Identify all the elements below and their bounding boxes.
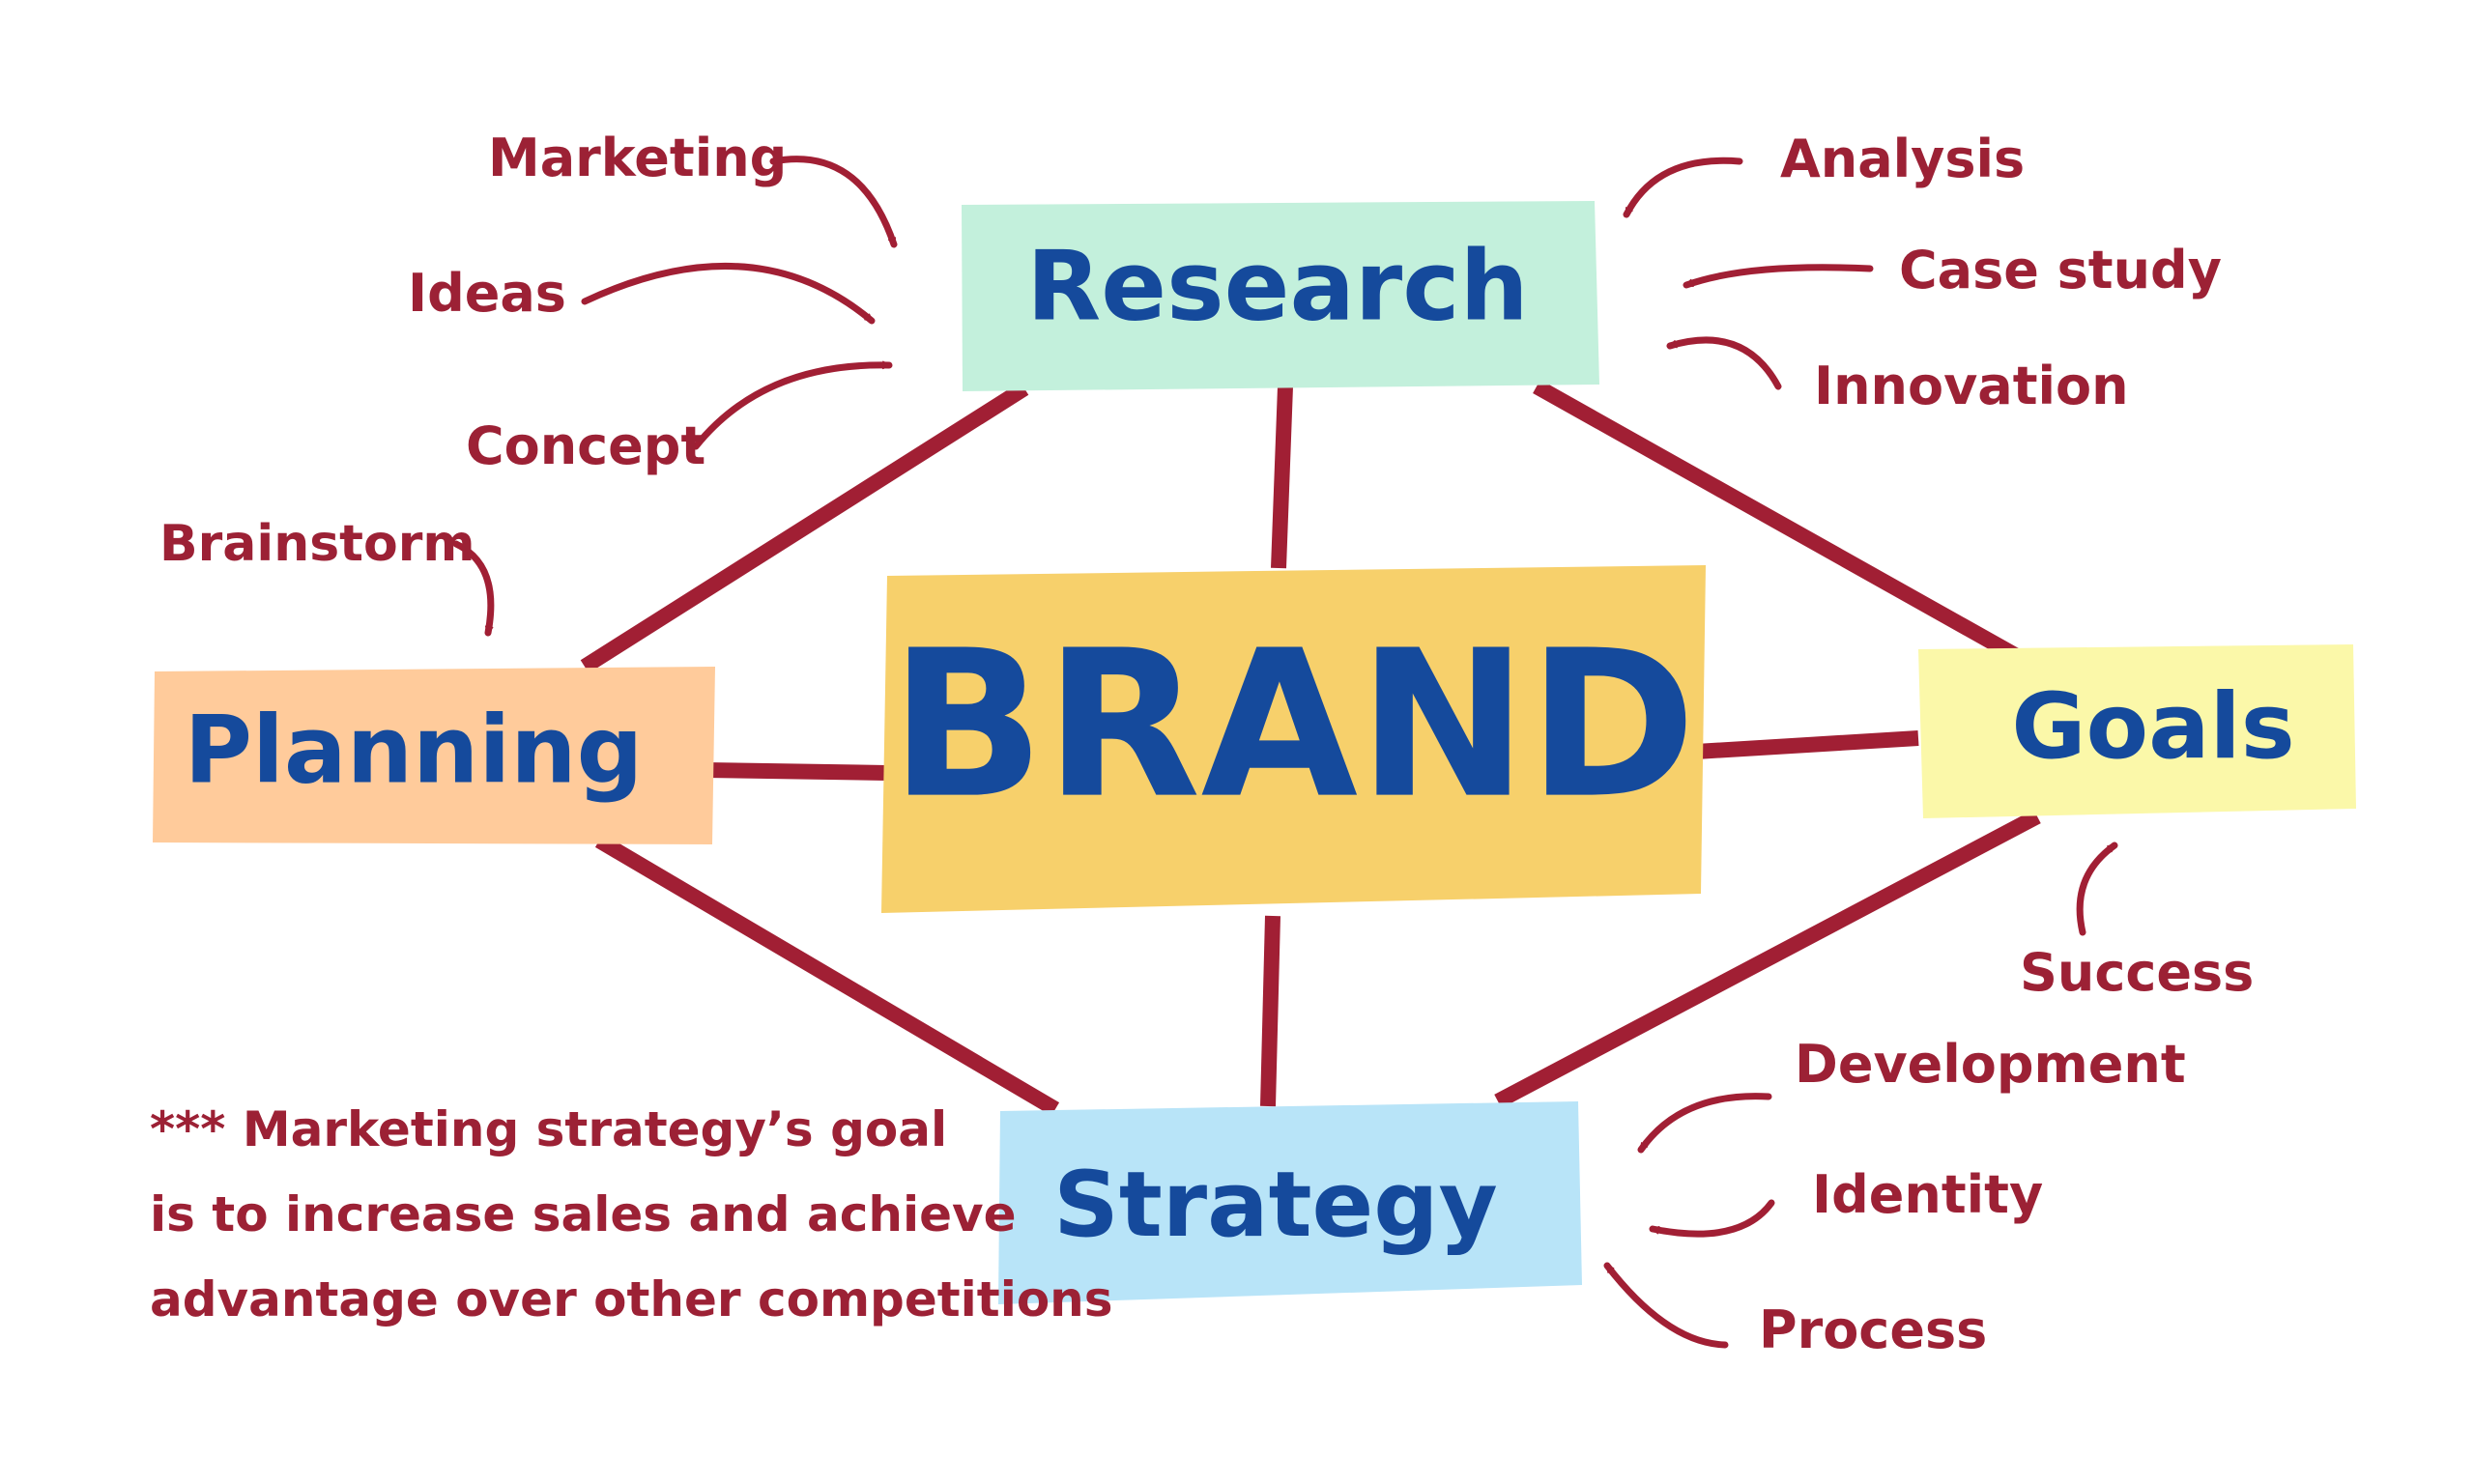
arrow-process: [1603, 1262, 1729, 1349]
connector-research-planning: [580, 382, 1029, 673]
label-analysis: Analysis: [1780, 128, 2025, 189]
arrow-brainstorm: [452, 540, 495, 637]
note-line-2: is to increase sales and achieve: [150, 1186, 1017, 1242]
arrow-analysis: [1623, 157, 1743, 218]
arrow-development: [1637, 1093, 1772, 1154]
goals-box: [1918, 644, 2356, 818]
goals-label: Goals: [2011, 674, 2294, 780]
arrow-innovation: [1666, 336, 1782, 390]
strategy-box: [998, 1101, 1582, 1304]
research-box: [962, 201, 1599, 391]
connectors: [580, 380, 2041, 1116]
label-innovation: Innovation: [1814, 356, 2129, 416]
connector-goals-strategy: [1494, 809, 2041, 1109]
label-success: Success: [2020, 942, 2254, 1003]
label-development: Development: [1795, 1034, 2186, 1095]
connector-research-brand: [1271, 385, 1293, 569]
satellite-labels: Marketing Ideas Concept Brainstorm Analy…: [159, 128, 2254, 1360]
node-goals: Goals: [1918, 644, 2356, 818]
node-strategy: Strategy: [998, 1101, 1582, 1304]
arrow-ideas: [581, 263, 876, 325]
node-research: Research: [962, 201, 1599, 391]
arrow-success: [2076, 842, 2118, 936]
connector-brand-goals: [1695, 730, 1919, 759]
arrow-marketing: [769, 156, 898, 248]
label-case-study: Case study: [1899, 240, 2222, 300]
node-planning: Planning: [153, 667, 715, 844]
strategy-note: *** Marketing strategy’s goal is to incr…: [150, 1087, 1113, 1342]
arrow-identity: [1649, 1199, 1775, 1238]
brand-label: BRAND: [890, 607, 1696, 843]
research-label: Research: [1026, 229, 1528, 342]
label-brainstorm: Brainstorm: [159, 515, 475, 573]
strategy-label: Strategy: [1053, 1153, 1498, 1258]
node-brand: BRAND: [881, 565, 1706, 913]
note-line-1: *** Marketing strategy’s goal: [150, 1101, 948, 1157]
label-identity: Identity: [1812, 1164, 2043, 1225]
label-ideas: Ideas: [408, 263, 566, 324]
connector-research-goals: [1533, 380, 2019, 662]
connector-planning-brand: [705, 762, 888, 781]
planning-box: [153, 667, 715, 844]
arrow-concept: [692, 360, 893, 450]
label-marketing: Marketing: [488, 128, 787, 188]
connector-planning-strategy: [594, 834, 1060, 1116]
arrows: [452, 156, 2118, 1349]
label-process: Process: [1759, 1299, 1987, 1360]
planning-label: Planning: [185, 696, 644, 804]
connector-brand-strategy: [1260, 915, 1280, 1107]
brand-box: [881, 565, 1706, 913]
note-line-3: advantage over other competitions: [150, 1271, 1113, 1327]
arrow-case-study: [1683, 264, 1874, 289]
label-concept: Concept: [466, 415, 705, 476]
